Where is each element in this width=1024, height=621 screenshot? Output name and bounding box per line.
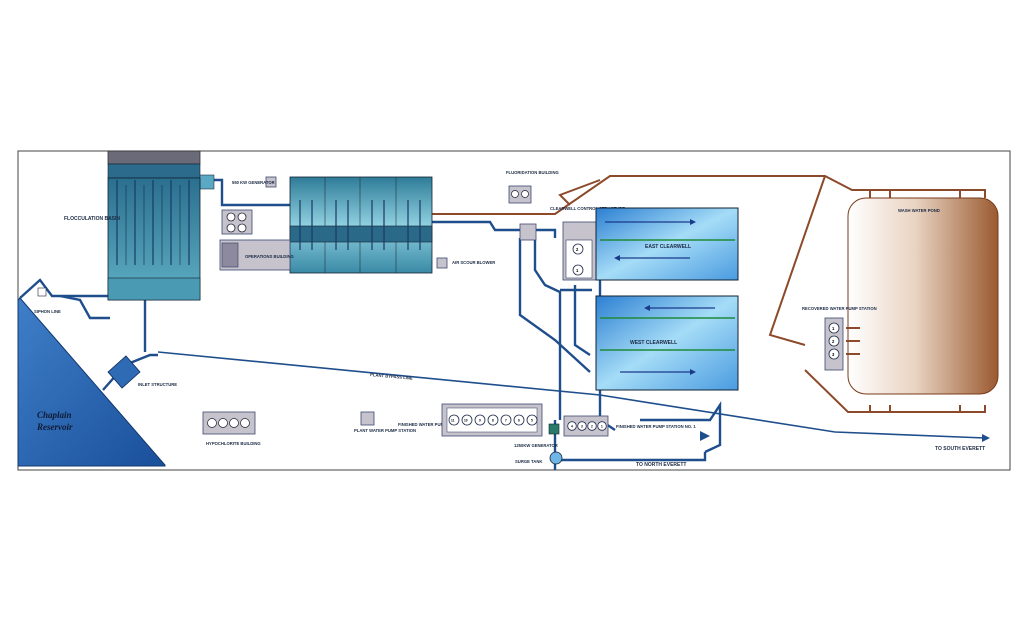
hypochlorite-label: HYPOCHLORITE BUILDING bbox=[206, 441, 261, 446]
to-south-everett-label: TO SOUTH EVERETT bbox=[935, 446, 985, 452]
generator-1250-label: 1250KW GENERATOR bbox=[514, 443, 558, 448]
plant-water-box bbox=[360, 411, 375, 426]
recovered-water: RECOVERED WATER PUMP STATION 1 2 3 bbox=[802, 306, 877, 371]
recovered-water-label: RECOVERED WATER PUMP STATION bbox=[802, 306, 877, 311]
s1-pump-3: 3 bbox=[581, 425, 583, 429]
west-clearwell-basin bbox=[595, 295, 739, 391]
operations-label: OPERATIONS BUILDING bbox=[245, 254, 294, 259]
clearwell-control: CLEARWELL CONTROL STRUCTURE 2 1 bbox=[550, 206, 625, 281]
inlet-structure-label: INLET STRUCTURE bbox=[138, 382, 177, 387]
air-scour-box bbox=[436, 257, 448, 269]
finished-station-1: 4 3 2 1 FINISHED WATER PUMP STATION NO. … bbox=[563, 415, 696, 437]
siphon-label: SIPHON LINE bbox=[34, 309, 61, 314]
plant-bypass-label: PLANT BYPASS LINE bbox=[370, 372, 413, 381]
wash-water-pond: WASH WATER POND bbox=[847, 197, 999, 395]
east-clearwell-label: EAST CLEARWELL bbox=[645, 244, 691, 250]
finished-station-2: FINISHED WATER PUMP STATION NO. 2 11 10 … bbox=[398, 403, 543, 437]
s2-pump-8: 8 bbox=[492, 419, 494, 423]
air-scour: AIR SCOUR BLOWER bbox=[436, 257, 495, 269]
reservoir-label-2: Reservoir bbox=[36, 422, 73, 432]
flocculation-basin: FLOCCULATION BASIN bbox=[64, 150, 215, 301]
s2-pump-6: 6 bbox=[518, 419, 520, 423]
recovered-pump-3: 3 bbox=[832, 352, 835, 357]
clearwell-control-label: CLEARWELL CONTROL STRUCTURE bbox=[550, 206, 625, 211]
s2-pump-11: 11 bbox=[451, 419, 455, 423]
tank-block bbox=[221, 209, 253, 235]
clearwell-pump-1: 1 bbox=[576, 268, 579, 273]
floc-bottom bbox=[107, 277, 201, 301]
s1-pump-4: 4 bbox=[571, 425, 573, 429]
fluoridation-label: FLUORIDATION BUILDING bbox=[506, 170, 559, 175]
kw-generator: 550 KW GENERATOR bbox=[232, 176, 277, 188]
finished-no2-label: FINISHED WATER PUMP STATION NO. 2 bbox=[398, 422, 478, 427]
s1-pump-1: 1 bbox=[601, 425, 603, 429]
finished-no1-label: FINISHED WATER PUMP STATION NO. 1 bbox=[616, 424, 696, 429]
floc-header bbox=[107, 163, 201, 179]
siphon: SIPHON LINE bbox=[34, 287, 61, 314]
surge-tank-icon bbox=[549, 451, 563, 465]
to-north-everett-label: TO NORTH EVERETT bbox=[636, 462, 686, 468]
kw-generator-label: 550 KW GENERATOR bbox=[232, 180, 275, 185]
floc-side-box bbox=[199, 174, 215, 190]
station2-pumps: 11 10 9 8 7 6 5 bbox=[448, 414, 538, 426]
generator-box bbox=[265, 176, 277, 188]
s2-pump-9: 9 bbox=[479, 419, 481, 423]
filter-building bbox=[289, 176, 433, 274]
pond-basin bbox=[847, 197, 999, 395]
operations-area: OPERATIONS BUILDING bbox=[219, 209, 294, 271]
plant-water-label: PLANT WATER PUMP STATION bbox=[354, 428, 416, 433]
flocculation-label: FLOCCULATION BASIN bbox=[64, 216, 120, 222]
s1-pump-2: 2 bbox=[591, 425, 593, 429]
east-clearwell-basin bbox=[595, 207, 739, 281]
floc-top-building bbox=[107, 150, 201, 165]
wash-water-lines bbox=[432, 175, 986, 413]
chemical-box bbox=[519, 223, 537, 241]
reservoir: Chaplain Reservoir bbox=[17, 297, 166, 467]
recovered-pump-1: 1 bbox=[832, 326, 835, 331]
s2-pump-5: 5 bbox=[531, 419, 533, 423]
recovered-pump-2: 2 bbox=[832, 339, 835, 344]
air-scour-label: AIR SCOUR BLOWER bbox=[452, 260, 495, 265]
plant-water-pump: PLANT WATER PUMP STATION bbox=[354, 411, 416, 433]
wash-water-pond-label: WASH WATER POND bbox=[898, 208, 940, 213]
hypochlorite: HYPOCHLORITE BUILDING bbox=[202, 411, 261, 446]
surge-tank-label: SURGE TANK bbox=[515, 459, 542, 464]
destinations: TO NORTH EVERETT TO SOUTH EVERETT bbox=[636, 431, 990, 468]
s2-pump-7: 7 bbox=[505, 419, 507, 423]
hypochlorite-box bbox=[202, 411, 256, 435]
generator-1250-box bbox=[548, 423, 560, 435]
west-clearwell: WEST CLEARWELL bbox=[595, 295, 739, 391]
fluoridation: FLUORIDATION BUILDING bbox=[506, 170, 559, 204]
clearwell-pump-2: 2 bbox=[576, 247, 579, 252]
east-clearwell: EAST CLEARWELL bbox=[595, 207, 739, 281]
inlet-structure: INLET STRUCTURE bbox=[107, 355, 177, 389]
reservoir-label-1: Chaplain bbox=[37, 410, 72, 420]
s2-pump-10: 10 bbox=[464, 419, 468, 423]
west-clearwell-label: WEST CLEARWELL bbox=[630, 340, 677, 346]
filter-body bbox=[289, 176, 433, 274]
generator-surge: 1250KW GENERATOR SURGE TANK bbox=[514, 423, 563, 465]
